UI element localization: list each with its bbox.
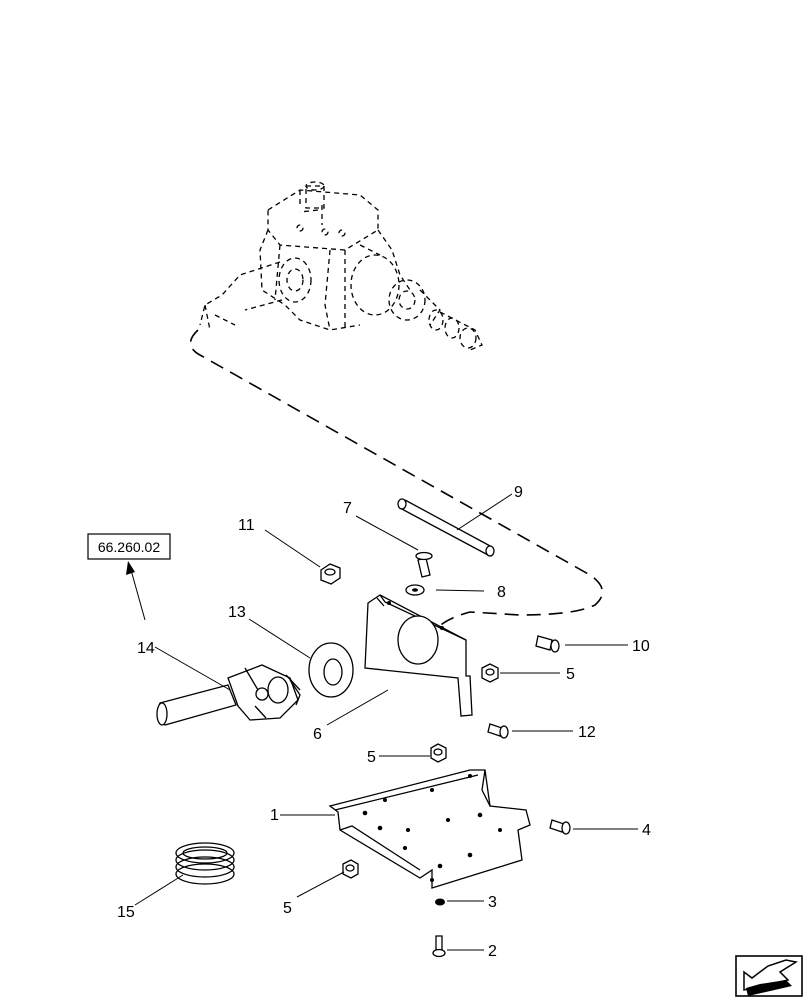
callout-1: 1 xyxy=(270,807,279,824)
callout-2: 2 xyxy=(488,943,497,960)
nut-part-5-upper xyxy=(481,663,499,683)
callout-4: 4 xyxy=(642,822,651,839)
arrow-icon[interactable] xyxy=(735,955,803,997)
nut-part-5-lower xyxy=(342,859,359,879)
callout-3: 3 xyxy=(488,894,497,911)
leader-lines xyxy=(126,493,638,951)
phantom-connection-line xyxy=(189,329,604,636)
nut-part-5-middle xyxy=(430,743,447,763)
bolt-part-4 xyxy=(549,819,571,835)
callout-5-lower: 5 xyxy=(283,900,292,917)
spring-ring-part-15 xyxy=(175,842,235,885)
callout-11: 11 xyxy=(238,517,255,534)
washer-part-3 xyxy=(435,898,445,906)
callout-12: 12 xyxy=(578,724,596,741)
washer-part-8 xyxy=(405,584,425,596)
callout-5-upper: 5 xyxy=(566,666,575,683)
reference-link[interactable]: 66.260.02 xyxy=(87,533,171,560)
callout-5-middle: 5 xyxy=(367,749,376,766)
callout-14: 14 xyxy=(137,640,155,657)
bolt-part-10 xyxy=(535,635,560,653)
callout-15: 15 xyxy=(117,904,135,921)
callout-7: 7 xyxy=(343,500,352,517)
callout-labels: 1 2 3 4 5 5 5 6 7 8 9 10 11 12 13 14 15 xyxy=(117,484,651,960)
callout-9: 9 xyxy=(514,484,523,501)
gearbox-phantom xyxy=(199,181,483,351)
driveshaft-part-14 xyxy=(156,664,301,726)
spacer-ring-part-13 xyxy=(308,642,354,698)
callout-8: 8 xyxy=(497,584,506,601)
callout-10: 10 xyxy=(632,638,650,655)
callout-13: 13 xyxy=(228,604,246,621)
bolt-part-7 xyxy=(415,551,433,578)
callout-6: 6 xyxy=(313,726,322,743)
base-plate-part-1 xyxy=(328,769,531,889)
reference-label: 66.260.02 xyxy=(98,539,160,555)
pin-part-9 xyxy=(397,498,495,557)
nut-part-11 xyxy=(320,563,341,585)
shield-plate-part-6 xyxy=(364,594,473,717)
bolt-part-12 xyxy=(487,723,509,739)
bolt-part-2 xyxy=(432,935,446,958)
